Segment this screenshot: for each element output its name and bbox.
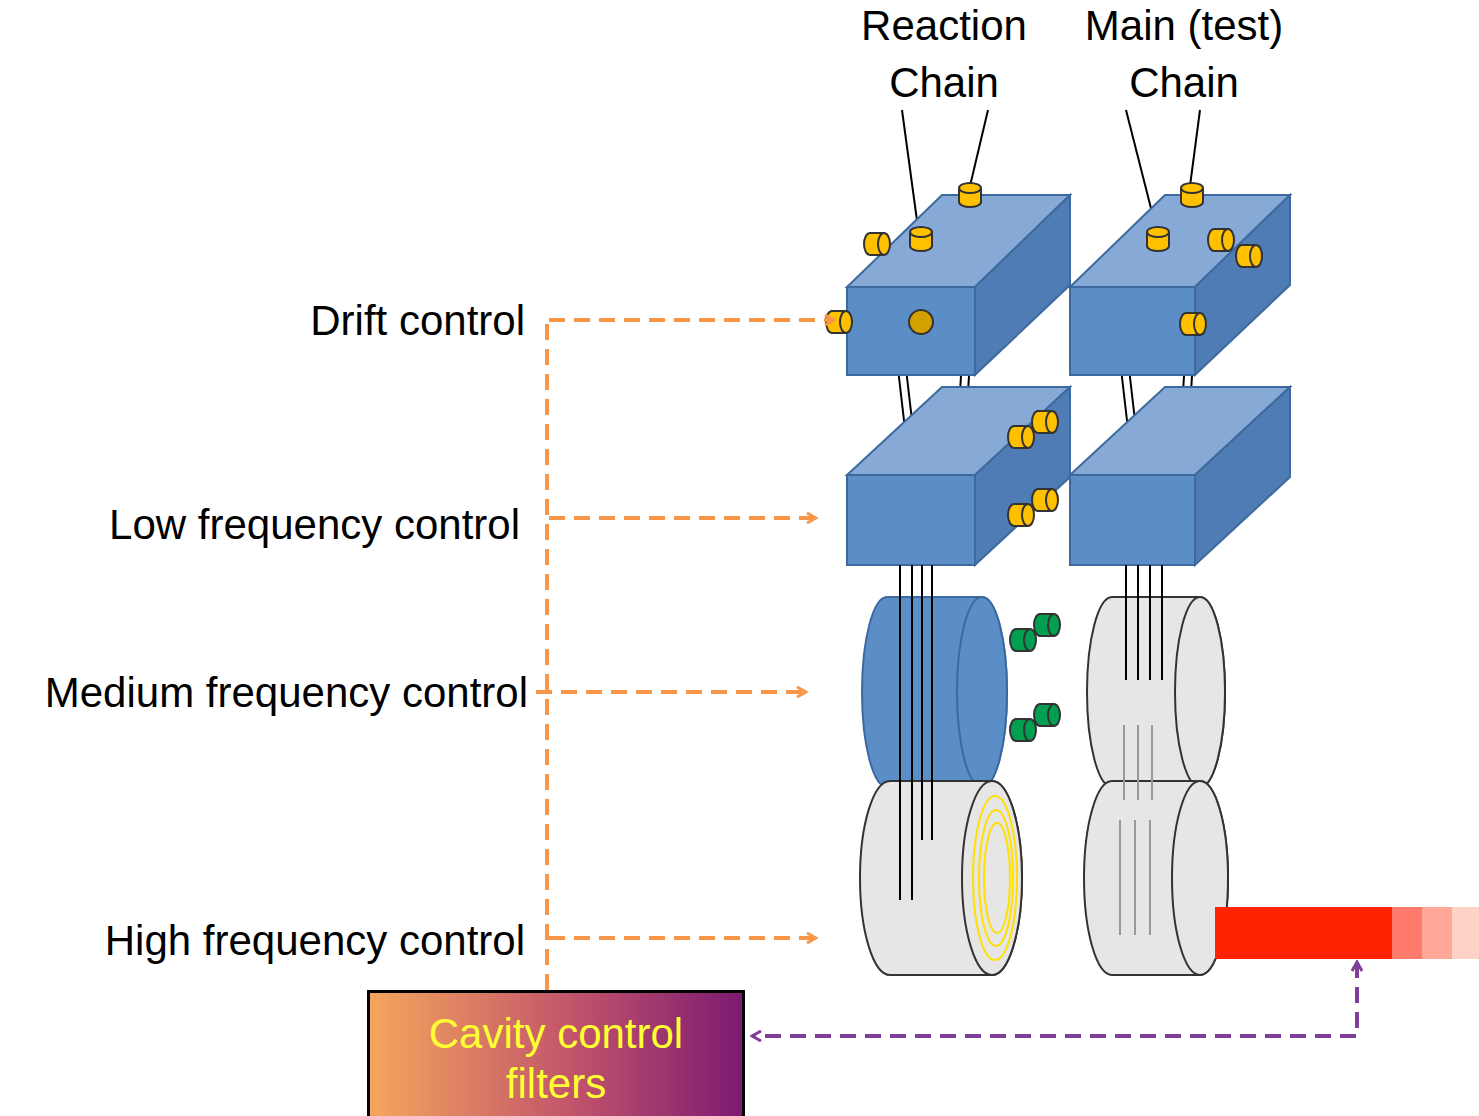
- leader-line: [970, 110, 988, 186]
- wire: [1123, 725, 1125, 800]
- actuator: [1180, 313, 1206, 335]
- actuator-magnets: [826, 229, 1262, 526]
- wire: [1161, 565, 1163, 680]
- actuator: [1032, 489, 1058, 511]
- wire: [911, 565, 913, 900]
- control-trunk: [545, 320, 549, 990]
- actuator: [1236, 245, 1262, 267]
- laser-beam: [1215, 907, 1479, 959]
- actuator: [1034, 704, 1060, 726]
- actuator: [1034, 614, 1060, 636]
- actuator: [1008, 504, 1034, 526]
- box-front-face: [847, 287, 975, 375]
- suspension-wires: [1120, 725, 1152, 935]
- control-label: Drift control: [0, 292, 525, 349]
- box-side-face: [1195, 195, 1290, 375]
- wire: [931, 565, 933, 840]
- top-mass-box: [1070, 195, 1290, 375]
- actuator: [1208, 229, 1234, 251]
- beam-segment: [1215, 907, 1392, 959]
- box-front-face: [1070, 475, 1195, 565]
- box-title: Cavity control filters: [382, 1009, 730, 1109]
- actuator: [864, 233, 890, 255]
- actuator-face: [909, 310, 933, 334]
- ring: [973, 796, 1017, 960]
- actuator: [1032, 411, 1058, 433]
- actuator: [1010, 719, 1036, 741]
- box-side-face: [975, 195, 1070, 375]
- control-arrow: [549, 936, 816, 940]
- wire: [1137, 725, 1139, 800]
- actuator: [959, 183, 981, 207]
- wire: [899, 565, 901, 900]
- actuator: [1008, 426, 1034, 448]
- wire: [1134, 820, 1136, 935]
- box-front-face: [1070, 287, 1195, 375]
- beam-segment: [1422, 907, 1452, 959]
- penultimate-mass: [862, 597, 1007, 787]
- control-feeds: [536, 320, 834, 990]
- error-signal-line: [752, 962, 1357, 1036]
- box-side-face: [975, 387, 1070, 565]
- upper-intermediate-mass: [1070, 387, 1290, 565]
- wire: [1137, 565, 1139, 680]
- cylinder-face: [962, 781, 1022, 975]
- control-arrow: [536, 690, 806, 694]
- suspension-wires: [900, 565, 1162, 900]
- beam-segment: [1452, 907, 1479, 959]
- leader-line: [1190, 110, 1200, 186]
- wire: [1149, 820, 1151, 935]
- wire: [1149, 565, 1151, 680]
- actuator: [1147, 227, 1169, 251]
- cylinder-body: [1087, 597, 1225, 787]
- leader-line: [902, 110, 918, 228]
- electrostatic-drive-pattern: [973, 796, 1017, 960]
- actuator-coils: [1010, 614, 1060, 741]
- beam-segment: [1392, 907, 1422, 959]
- cylinder-body: [860, 781, 1022, 975]
- actuator-magnets: [909, 183, 1203, 334]
- cylinder-face: [957, 597, 1007, 787]
- cylinder-body: [1084, 781, 1228, 975]
- actuator: [1181, 183, 1203, 207]
- upper-intermediate-mass: [847, 387, 1070, 565]
- ring: [984, 823, 1010, 933]
- wire: [1119, 820, 1121, 935]
- wire: [1151, 725, 1153, 800]
- control-arrow: [549, 516, 816, 520]
- control-label: High frequency control: [0, 912, 525, 969]
- control-arrow: [549, 318, 834, 322]
- box-front-face: [847, 475, 975, 565]
- penultimate-mass: [1087, 597, 1225, 787]
- control-label: Reaction Chain: [844, 0, 1044, 111]
- control-label: Main (test) Chain: [1034, 0, 1334, 111]
- box-side-face: [1195, 387, 1290, 565]
- cylinder-face: [1175, 597, 1225, 787]
- wire: [1125, 565, 1127, 680]
- reaction-mass: [860, 781, 1022, 975]
- wire: [921, 565, 923, 840]
- actuator: [910, 227, 932, 251]
- ring: [979, 810, 1013, 946]
- filter-box: Cavity control filters: [367, 990, 745, 1116]
- top-mass-box: [847, 195, 1070, 375]
- cylinder-body: [862, 597, 1007, 787]
- control-label: Low frequency control: [0, 496, 520, 553]
- control-label: Medium frequency control: [0, 664, 528, 721]
- actuator: [1010, 629, 1036, 651]
- test-mass: [1084, 781, 1228, 975]
